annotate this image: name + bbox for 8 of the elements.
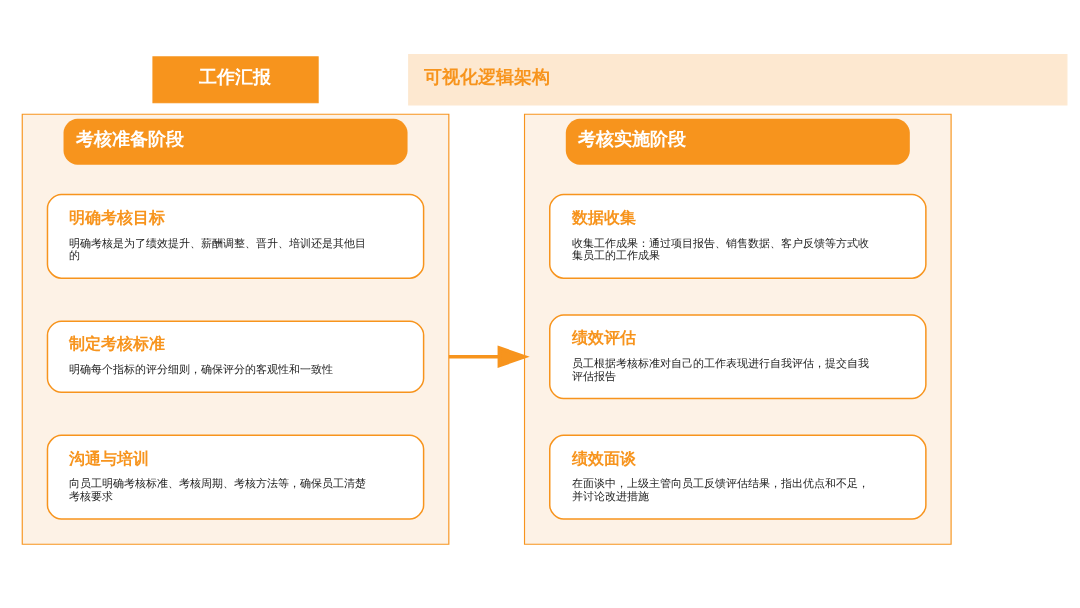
node-box: 绩效评估 员工根据考核标准对自己的工作表现进行自我评估，提交自我评估报告 bbox=[549, 314, 927, 400]
node-box: 沟通与培训 向员工明确考核标准、考核周期、考核方法等，确保员工清楚考核要求 bbox=[46, 434, 425, 520]
node-box: 可视化逻辑架构 bbox=[408, 54, 1068, 106]
node-box: 制定考核标准 明确每个指标的评分细则，确保评分的客观性和一致性 bbox=[46, 320, 425, 394]
node-box: 明确考核目标 明确考核是为了绩效提升、薪酬调整、晋升、培训还是其他目的 bbox=[46, 193, 425, 279]
node-box: 绩效面谈 在面谈中，上级主管向员工反馈评估结果，指出优点和不足，并讨论改进措施 bbox=[549, 434, 927, 520]
node-box: 数据收集 收集工作成果：通过项目报告、销售数据、客户反馈等方式收集员工的工作成果 bbox=[549, 193, 927, 279]
node-box: 工作汇报 bbox=[152, 56, 319, 104]
